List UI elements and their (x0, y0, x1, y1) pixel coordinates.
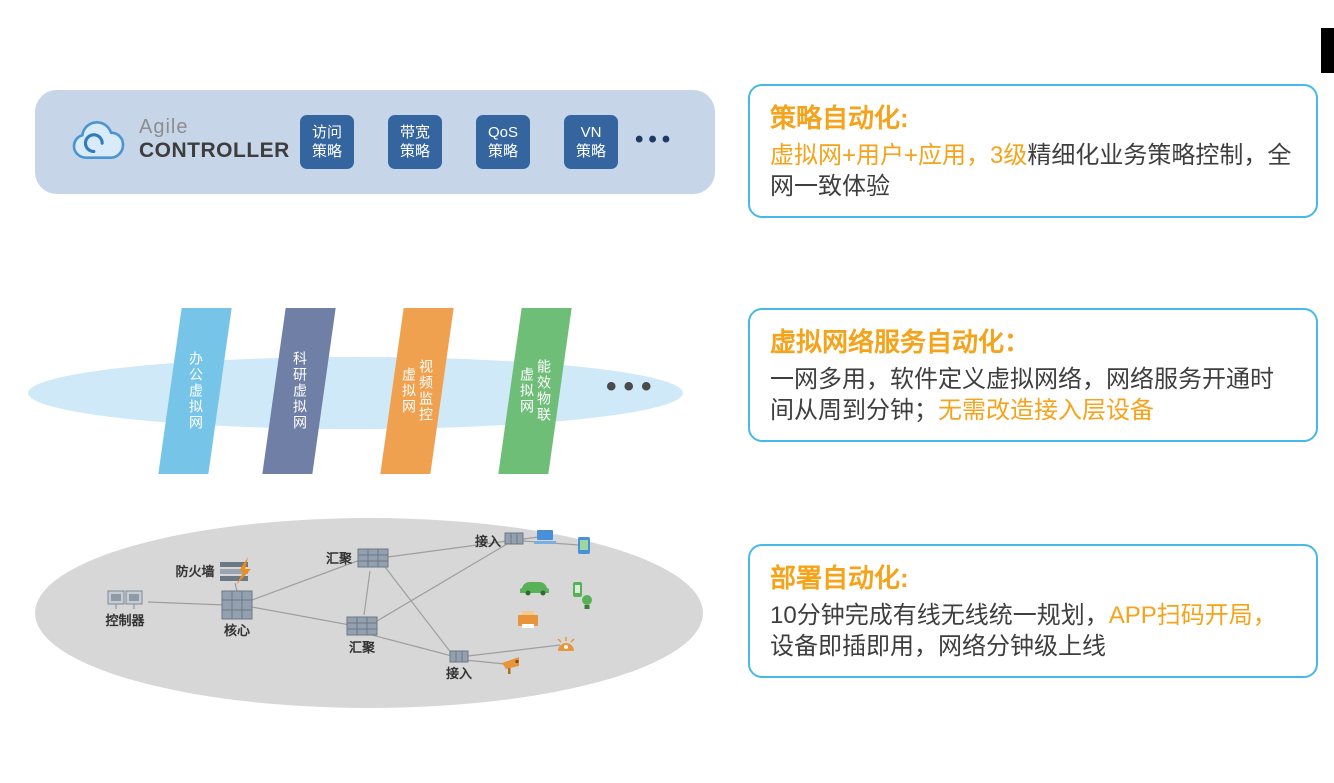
callout-highlight-text: 虚拟网+用户+应用，3级 (770, 142, 1028, 169)
policy-chip-label: VN (580, 124, 602, 141)
virtual-network-panel-label: 能效物联 虚拟网 (519, 359, 552, 423)
controller-label: 控制器 (105, 613, 145, 628)
controller-banner: Agile CONTROLLER 访问 策略 带宽 策略 QoS 策略 VN 策… (35, 90, 715, 194)
policy-chip-label: 策略 (575, 143, 606, 160)
network-topology: 控制器 防火墙 核心 汇聚 (105, 530, 592, 681)
callout-text: 10分钟完成有线无线统一规划， (770, 602, 1109, 629)
policy-chip-vn: VN 策略 (564, 115, 618, 169)
access-top-label: 接入 (475, 534, 501, 549)
policy-chip-access: 访问 策略 (300, 115, 354, 169)
callout-text: 精细化业务策略控制，全网一致体验 (770, 142, 1292, 200)
callout-text: 一网多用，软件定义虚拟网络，网络服务开通时间从周到分钟； (770, 366, 1274, 424)
cctv-camera-icon (502, 657, 519, 674)
callout-body: 10分钟完成有线无线统一规划，APP扫码开局，设备即插即用，网络分钟级上线 (770, 600, 1296, 662)
black-corner-mark (1321, 28, 1334, 73)
policy-chip-bandwidth: 带宽 策略 (388, 115, 442, 169)
virtual-network-panel-label: 视频监控 虚拟网 (401, 359, 434, 423)
firewall-label: 防火墙 (175, 564, 214, 579)
laptop-icon (534, 530, 556, 544)
cloud-logo-icon (72, 120, 125, 160)
callout-policy-automation: 策略自动化: 虚拟网+用户+应用，3级精细化业务策略控制，全网一致体验 (748, 84, 1318, 218)
lightbulb-icon (582, 595, 592, 609)
callout-text: 设备即插即用，网络分钟级上线 (770, 633, 1106, 660)
core-switch-icon (221, 590, 253, 620)
core-label: 核心 (224, 623, 250, 638)
callout-body: 一网多用，软件定义虚拟网络，网络服务开通时间从周到分钟；无需改造接入层设备 (770, 364, 1296, 426)
aggregation-switch-top-icon (357, 548, 389, 568)
brand-wordmark: Agile CONTROLLER (139, 116, 290, 163)
ellipsis-icon: ••• (635, 126, 676, 153)
policy-chip-label: 策略 (487, 143, 518, 160)
access-switch-top-icon (504, 532, 524, 545)
virtual-network-panel-label: 科研虚拟网 (291, 351, 308, 431)
printer-icon (518, 611, 538, 628)
callout-title: 虚拟网络服务自动化： (770, 327, 1031, 357)
callout-highlight-text: APP扫码开局， (1108, 602, 1277, 629)
smartphone-icon (573, 582, 582, 597)
policy-chip-label: 带宽 (399, 124, 430, 141)
callout-title: 部署自动化: (770, 563, 909, 593)
callout-deployment-automation: 部署自动化: 10分钟完成有线无线统一规划，APP扫码开局，设备即插即用，网络分… (748, 544, 1318, 678)
aggregation-top-label: 汇聚 (326, 551, 353, 566)
aggregation-switch-bottom-icon (346, 616, 378, 636)
ellipsis-icon: ••• (606, 370, 659, 403)
callout-title: 策略自动化: (770, 103, 909, 133)
aggregation-bottom-label: 汇聚 (349, 640, 376, 655)
brand-name-bottom: CONTROLLER (139, 139, 290, 162)
brand-name-top: Agile (139, 116, 189, 138)
access-switch-bottom-icon (449, 650, 469, 663)
callout-virtual-network-automation: 虚拟网络服务自动化： 一网多用，软件定义虚拟网络，网络服务开通时间从周到分钟；无… (748, 308, 1318, 442)
controller-icon (107, 590, 143, 609)
policy-chip-label: QoS (487, 124, 518, 141)
policy-chip-label: 策略 (399, 143, 430, 160)
firewall-icon (220, 557, 251, 585)
access-bottom-label: 接入 (446, 666, 472, 681)
callout-body: 虚拟网+用户+应用，3级精细化业务策略控制，全网一致体验 (770, 140, 1296, 202)
policy-chip-label: 访问 (311, 124, 342, 141)
virtual-network-panel-label: 办公虚拟网 (187, 351, 204, 431)
tablet-icon (578, 537, 590, 554)
dome-camera-icon (557, 637, 575, 651)
vehicle-icon (520, 582, 549, 596)
policy-chip-label: 策略 (311, 143, 342, 160)
callout-highlight-text: 无需改造接入层设备 (938, 397, 1154, 424)
virtual-network-ellipse (28, 357, 683, 429)
policy-chip-qos: QoS 策略 (476, 115, 530, 169)
